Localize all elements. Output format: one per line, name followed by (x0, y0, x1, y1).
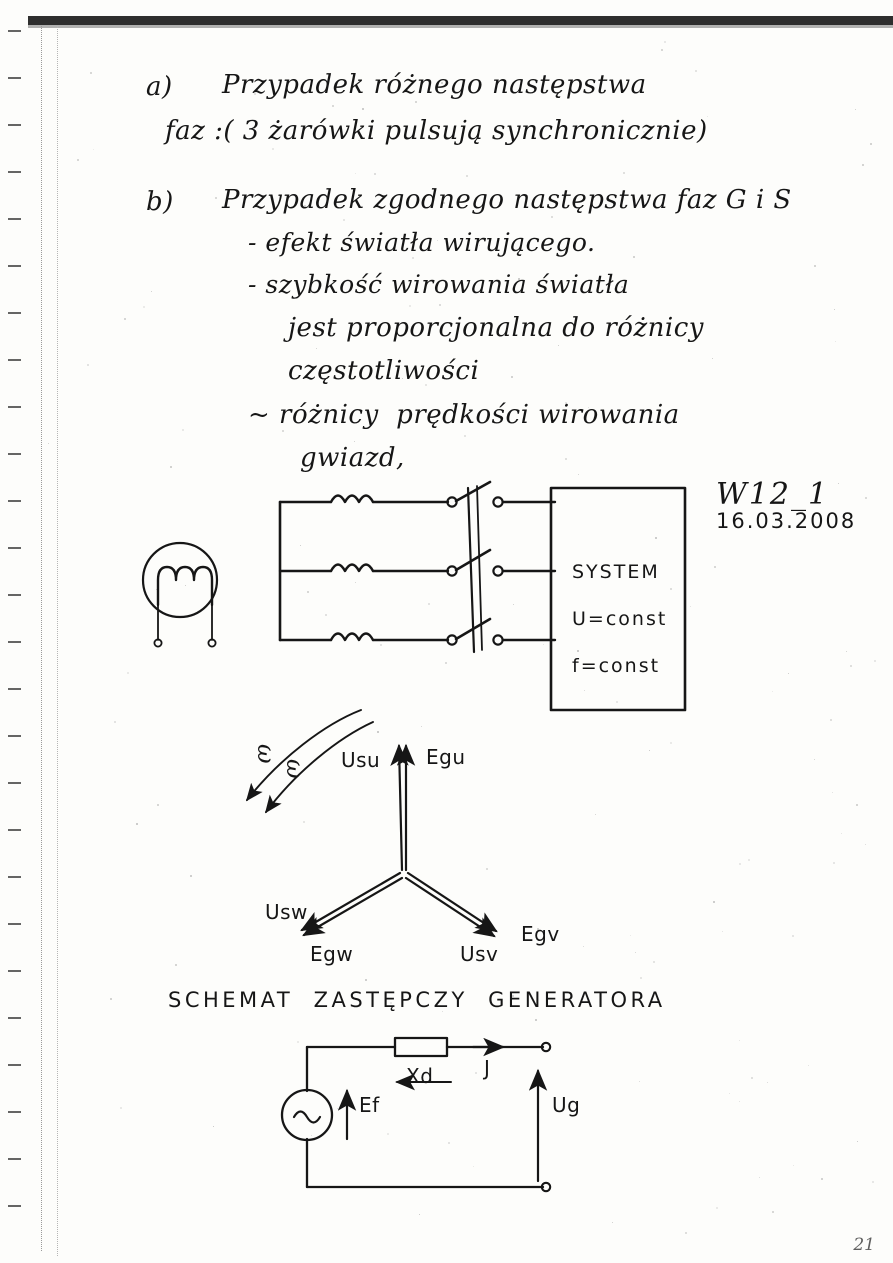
phase1-inductor-icon (329, 494, 375, 504)
equivalent-circuit-caption: SCHEMAT ZASTĘPCZY GENERATORA (168, 988, 666, 1012)
output-terminal-bottom (540, 1181, 552, 1193)
omega-label-inner: ω (281, 758, 310, 780)
generator-circle-icon (141, 541, 219, 619)
emf-label-ef: Ef (359, 1093, 380, 1117)
phasor-label-usu: Usu (341, 748, 381, 772)
section-a-line-1: Przypadek różnego następstwa (222, 70, 647, 100)
generator-terminal-right (207, 638, 217, 648)
section-a-line-2: faz :( 3 żarówki pulsują synchronicznie) (165, 116, 708, 146)
phase2-switch-terminal-right (492, 565, 504, 577)
phasor-label-egw: Egw (310, 942, 354, 966)
system-box-outline (549, 486, 687, 712)
page-corner-mark: 21 (853, 1235, 875, 1255)
reactance-label-xd: Xd (406, 1064, 434, 1088)
section-b-bullet-2: - szybkość wirowania światła (248, 270, 630, 299)
terminal-voltage-label-ug: Ug (552, 1093, 581, 1117)
branch-lower-right-egv (406, 871, 498, 933)
lecture-date: 16.03.2008 (716, 509, 857, 533)
section-b-proportional-1: ~ różnicy prędkości wirowania (248, 400, 680, 430)
phase3-switch-terminal-right (492, 634, 504, 646)
reactance-box-xd (393, 1036, 449, 1058)
omega-arc-outer (245, 709, 362, 802)
scan-edge-band (28, 16, 893, 25)
section-b-line-1: Przypadek zgodnego następstwa faz G i S (222, 185, 792, 215)
branch-up-usu (390, 743, 409, 872)
margin-rule-line-secondary (57, 26, 58, 1256)
section-a-marker: a) (146, 72, 173, 102)
margin-ruler-ticks (8, 30, 30, 1250)
phase2-inductor-icon (329, 563, 375, 573)
phase3-inductor-icon (329, 632, 375, 642)
section-b-bullet-1: - efekt światła wirującego. (248, 228, 596, 257)
switch-ganging-bar-b (476, 485, 483, 651)
section-b-proportional-2: gwiazd, (300, 443, 405, 473)
scan-edge-band-soft (28, 25, 893, 28)
section-b-continuation-2: częstotliwości (288, 356, 480, 386)
phase1-switch-terminal-right (492, 496, 504, 508)
phasor-label-usw: Usw (265, 900, 308, 924)
omega-arc-inner (264, 721, 374, 814)
phasor-label-egu: Egu (426, 745, 466, 769)
system-box (549, 486, 687, 712)
section-b-marker: b) (146, 187, 174, 217)
ac-source-circle-icon (280, 1088, 334, 1142)
generator-terminal-left (153, 638, 163, 648)
phasor-star-diagram (245, 709, 498, 938)
branch-lower-left-usw (300, 871, 402, 932)
phase1-switch-blade (454, 480, 492, 503)
switch-ganging-bar-a (466, 486, 476, 654)
phase2-switch-blade (454, 548, 492, 572)
phasor-label-usv: Usv (460, 942, 499, 966)
generator-winding-icon (156, 565, 214, 607)
section-b-continuation-1: jest proporcjonalna do różnicy (288, 313, 704, 343)
current-label-j: J (484, 1056, 491, 1080)
ac-source-sine-icon (292, 1110, 322, 1124)
equivalent-circuit-diagram (280, 1036, 552, 1193)
branch-lower-left-egw (302, 876, 404, 937)
system-box-title: SYSTEM (572, 561, 660, 583)
system-box-frequency: f=const (572, 655, 661, 677)
output-terminal-top (540, 1041, 552, 1053)
margin-rule-line (41, 26, 42, 1251)
system-box-voltage: U=const (572, 608, 668, 630)
branch-lower-right-usv (404, 876, 496, 938)
omega-label-outer: ω (252, 743, 281, 765)
generator-system-circuit (141, 480, 557, 654)
phasor-label-egv: Egv (521, 922, 560, 946)
lecture-code: W12_1 (716, 477, 830, 512)
